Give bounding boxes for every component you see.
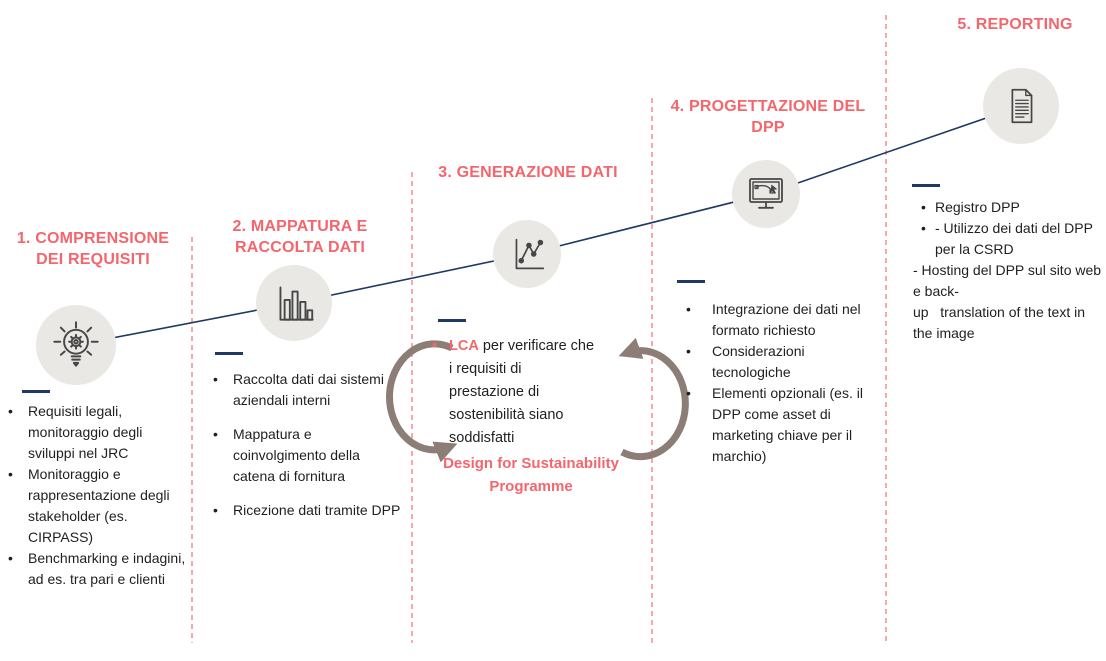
lca-highlight: LCA xyxy=(449,338,479,354)
list-item: • Registro DPP xyxy=(913,197,1106,218)
stage-5-title: 5. REPORTING xyxy=(957,16,1073,33)
bullet-marker: • xyxy=(432,338,438,354)
stage-2-title: 2. MAPPATURA E RACCOLTA DATI xyxy=(232,218,368,256)
stage-5-underline xyxy=(912,184,940,187)
bullet-marker: • xyxy=(8,550,13,566)
bullet-marker: • xyxy=(686,343,691,359)
bullet-marker: • xyxy=(213,371,218,387)
lightbulb-gear-icon xyxy=(36,305,116,385)
list-item: • Benchmarking e indagini, ad es. tra pa… xyxy=(8,548,188,590)
cycle-arrow-right xyxy=(618,337,689,461)
bullet-marker: • xyxy=(686,385,691,401)
document-icon xyxy=(983,68,1059,144)
list-item-text: - Utilizzo dei dati del DPP per la CSRD xyxy=(935,220,1093,257)
list-item: • Considerazioni tecnologiche xyxy=(680,341,864,383)
lca-note-text: LCA per verificare che i requisiti di pr… xyxy=(449,338,595,446)
stage-1-underline xyxy=(22,390,50,393)
design-for-sustainability-label: Design for Sustainability Programme xyxy=(443,455,619,495)
list-item: • Raccolta dati dai sistemi aziendali in… xyxy=(213,369,405,411)
stage-3-underline xyxy=(438,319,466,322)
stage-4-bullet-list: • Integrazione dei dati nel formato rich… xyxy=(680,299,864,467)
list-item-text: Requisiti legali, monitoraggio degli svi… xyxy=(28,403,143,461)
stage-2-underline xyxy=(215,352,243,355)
bullet-marker: • xyxy=(921,199,926,215)
bullet-marker: • xyxy=(686,301,691,317)
list-item: • Monitoraggio e rappresentazione degli … xyxy=(8,464,188,548)
list-item-text: Raccolta dati dai sistemi aziendali inte… xyxy=(233,371,384,408)
list-item: • Elementi opzionali (es. il DPP come as… xyxy=(680,383,864,467)
stage-5-bullet-list: • Registro DPP • - Utilizzo dei dati del… xyxy=(913,197,1106,344)
list-item: • Requisiti legali, monitoraggio degli s… xyxy=(8,401,188,464)
list-item-text: Ricezione dati tramite DPP xyxy=(233,502,401,518)
bullet-marker: • xyxy=(213,502,218,518)
list-item-text: Elementi opzionali (es. il DPP come asse… xyxy=(712,385,863,464)
stage-2-bullet-list: • Raccolta dati dai sistemi aziendali in… xyxy=(213,369,405,521)
list-item: • Ricezione dati tramite DPP xyxy=(213,500,405,521)
list-item-text: Integrazione dei dati nel formato richie… xyxy=(712,301,861,338)
list-item-text: Registro DPP xyxy=(935,199,1020,215)
bar-chart-icon xyxy=(256,265,332,341)
bullet-marker: • xyxy=(921,220,926,236)
bullet-marker: • xyxy=(8,466,13,482)
cycle-arrow-left xyxy=(386,340,458,463)
list-item-text: Benchmarking e indagini, ad es. tra pari… xyxy=(28,550,186,587)
monitor-design-icon xyxy=(732,160,800,228)
stage-divider-dashed-lines xyxy=(191,15,887,643)
stage-1-title: 1. COMPRENSIONE DEI REQUISITI xyxy=(16,230,170,268)
plain-text-line: - Hosting del DPP sul sito web e back- xyxy=(913,262,1105,299)
list-item: • Mappatura e coinvolgimento della caten… xyxy=(213,424,405,487)
list-item: • Integrazione dei dati nel formato rich… xyxy=(680,299,864,341)
stage-4-underline xyxy=(677,280,705,283)
cycle-arrows xyxy=(386,337,689,463)
stage-3-lca-note: • LCA per verificare che i requisiti di … xyxy=(432,335,600,450)
bullet-marker: • xyxy=(213,426,218,442)
list-item: • - Utilizzo dei dati del DPP per la CSR… xyxy=(913,218,1106,260)
list-item-text: Considerazioni tecnologiche xyxy=(712,343,805,380)
list-item-text: Mappatura e coinvolgimento della catena … xyxy=(233,426,360,484)
stage-3-title: 3. GENERAZIONE DATI xyxy=(438,164,618,181)
list-item-text: Monitoraggio e rappresentazione degli st… xyxy=(28,466,170,545)
bullet-marker: • xyxy=(8,403,13,419)
line-chart-icon xyxy=(493,220,561,288)
plain-text-line: up translation of the text in the image xyxy=(913,304,1089,341)
stage-4-title: 4. PROGETTAZIONE DEL DPP xyxy=(670,98,866,136)
stage-1-bullet-list: • Requisiti legali, monitoraggio degli s… xyxy=(8,401,188,590)
